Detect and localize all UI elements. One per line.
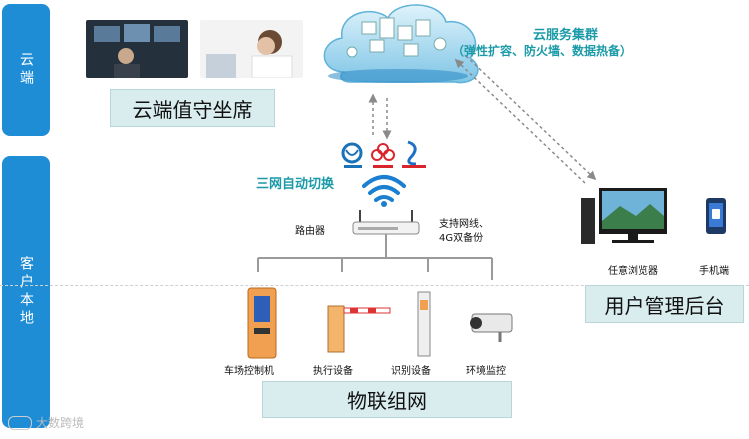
china-unicom-logo-icon [371, 143, 395, 168]
operator-photo-2 [200, 20, 303, 78]
backup-label-line1: 支持网线、 [439, 219, 489, 230]
backend-label: 用户管理后台 [585, 285, 744, 323]
server-cluster-title: 云服务集群 [533, 28, 599, 43]
parking-controller-icon [247, 287, 277, 359]
watermark-text: 大数跨境 [36, 416, 85, 430]
router-icon [352, 210, 420, 235]
env-monitor-label: 环境监控 [466, 366, 506, 377]
mobile-label: 手机端 [699, 266, 729, 277]
cloud-server-icon [323, 4, 479, 84]
surveillance-camera-icon [470, 313, 513, 342]
operator-photo-1 [86, 20, 188, 78]
mobile-phone-icon [706, 198, 726, 234]
section-divider [0, 285, 749, 286]
recognition-camera-icon [417, 291, 431, 357]
barrier-gate-icon [327, 305, 391, 353]
watermark-logo-icon [8, 415, 32, 430]
local-section-band: 客户本地 [2, 156, 50, 428]
backup-label-line2: 4G双备份 [439, 233, 484, 244]
recognizer-label: 识别设备 [391, 366, 431, 377]
cloud-seat-label: 云端值守坐席 [110, 89, 275, 127]
wifi-icon [362, 175, 406, 202]
cloud-section-label: 云端 [18, 52, 34, 88]
network-switch-label: 三网自动切换 [256, 177, 335, 192]
server-cluster-detail: （弹性扩容、防火墙、数据热备） [452, 44, 633, 58]
china-mobile-logo-icon [341, 142, 363, 168]
local-section-label: 客户本地 [18, 256, 34, 328]
cloud-section-band: 云端 [2, 4, 50, 136]
router-label: 路由器 [295, 226, 325, 237]
network-bus [257, 234, 493, 280]
parking-controller-label: 车场控制机 [224, 366, 274, 377]
watermark: 大数跨境 [8, 414, 84, 431]
executor-label: 执行设备 [313, 366, 353, 377]
iot-label: 物联组网 [262, 381, 512, 418]
desktop-computer-icon [581, 188, 667, 244]
browser-label: 任意浏览器 [608, 266, 658, 277]
china-telecom-logo-icon [402, 140, 426, 168]
